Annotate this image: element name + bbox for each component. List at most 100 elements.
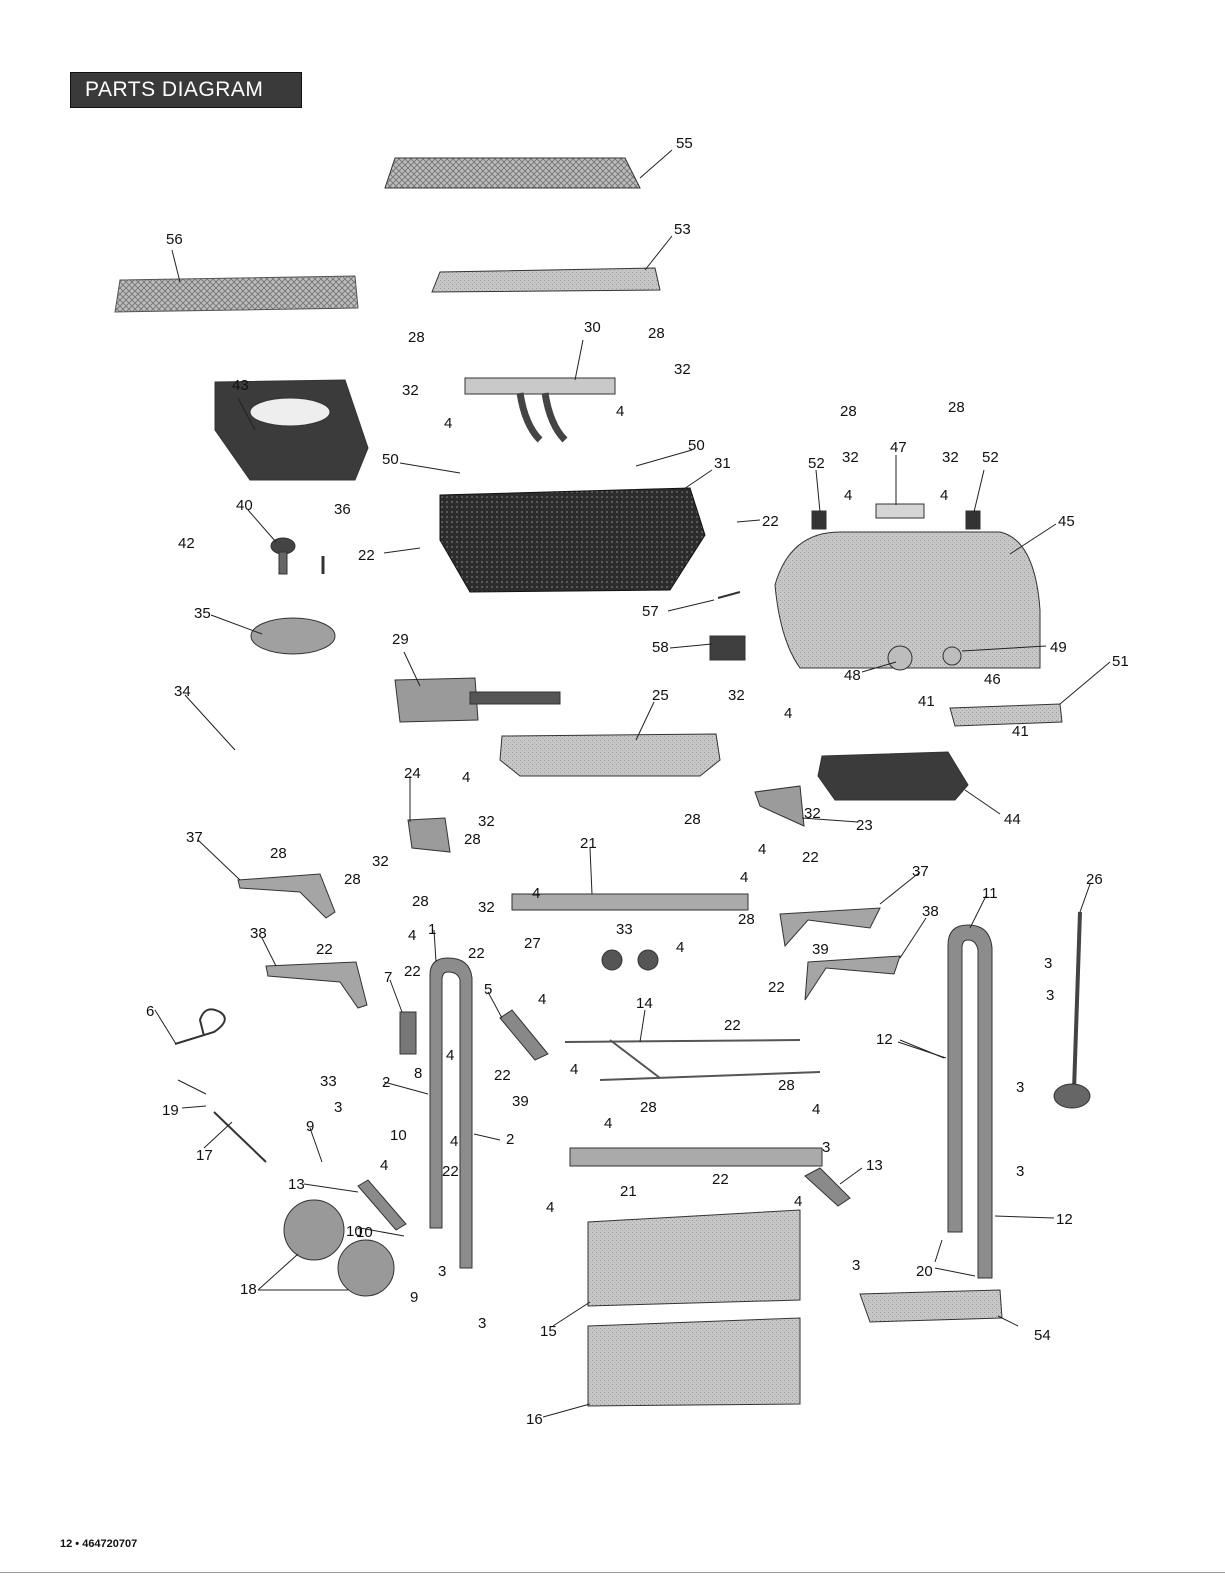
part-label-52: 52 <box>982 449 999 466</box>
part-label-28: 28 <box>464 831 481 848</box>
part-label-28: 28 <box>344 871 361 888</box>
part-label-24: 24 <box>404 765 421 782</box>
part-52-right-handle-bracket <box>965 510 981 530</box>
part-52-left-handle-bracket <box>811 510 827 530</box>
part-label-56: 56 <box>166 231 183 248</box>
part-label-28: 28 <box>840 403 857 420</box>
part-14-bottom-shelf <box>564 1039 821 1081</box>
part-label-4: 4 <box>546 1199 554 1216</box>
part-label-3: 3 <box>334 1099 342 1116</box>
part-label-9: 9 <box>306 1118 314 1135</box>
part-label-43: 43 <box>232 377 249 394</box>
part-label-10: 10 <box>390 1127 407 1144</box>
part-label-12: 12 <box>876 1031 893 1048</box>
part-label-48: 48 <box>844 667 861 684</box>
part-label-3: 3 <box>852 1257 860 1274</box>
part-label-32: 32 <box>402 382 419 399</box>
part-label-2: 2 <box>506 1131 514 1148</box>
part-label-4: 4 <box>784 705 792 722</box>
part-label-28: 28 <box>270 845 287 862</box>
part-label-22: 22 <box>494 1067 511 1084</box>
section-header: PARTS DIAGRAM <box>70 72 302 108</box>
part-label-23: 23 <box>856 817 873 834</box>
part-label-46: 46 <box>984 671 1001 688</box>
parts-shapes <box>114 157 1091 1407</box>
part-label-28: 28 <box>412 893 429 910</box>
part-label-12: 12 <box>1056 1211 1073 1228</box>
part-label-5: 5 <box>484 981 492 998</box>
part-21-upper-crossbar <box>511 893 749 911</box>
part-label-28: 28 <box>408 329 425 346</box>
part-label-3: 3 <box>1046 987 1054 1004</box>
part-37-right-brace <box>779 907 881 948</box>
part-label-4: 4 <box>740 869 748 886</box>
part-51-control-panel <box>949 703 1063 727</box>
part-label-4: 4 <box>940 487 948 504</box>
part-label-58: 58 <box>652 639 669 656</box>
part-label-26: 26 <box>1086 871 1103 888</box>
bottom-rule <box>0 1572 1225 1573</box>
part-label-15: 15 <box>540 1323 557 1340</box>
section-title: PARTS DIAGRAM <box>85 78 264 101</box>
part-label-33: 33 <box>320 1073 337 1090</box>
part-label-4: 4 <box>758 841 766 858</box>
part-label-22: 22 <box>762 513 779 530</box>
part-label-1: 1 <box>428 921 436 938</box>
part-57-probe <box>717 591 741 599</box>
part-18-wheel <box>283 1199 345 1261</box>
part-label-4: 4 <box>446 1047 454 1064</box>
part-label-4: 4 <box>616 403 624 420</box>
part-label-3: 3 <box>478 1315 486 1332</box>
part-label-11: 11 <box>982 885 998 902</box>
part-38-left-brace <box>265 961 368 1009</box>
part-label-49: 49 <box>1050 639 1067 656</box>
part-label-51: 51 <box>1112 653 1129 670</box>
part-label-6: 6 <box>146 1003 154 1020</box>
part-label-32: 32 <box>728 687 745 704</box>
part-label-4: 4 <box>532 885 540 902</box>
part-label-4: 4 <box>812 1101 820 1118</box>
part-label-38: 38 <box>250 925 267 942</box>
part-55-cooking-grate <box>384 157 641 189</box>
part-13-right-axle-bracket <box>804 1167 851 1207</box>
part-34-side-shelf <box>214 379 369 481</box>
part-label-4: 4 <box>794 1193 802 1210</box>
part-label-32: 32 <box>674 361 691 378</box>
part-label-28: 28 <box>948 399 965 416</box>
part-label-54: 54 <box>1034 1327 1051 1344</box>
leader-lines <box>154 149 1111 1418</box>
page-footer: 12 • 464720707 <box>60 1538 138 1550</box>
part-40-side-burner-valve <box>270 537 296 575</box>
part-label-41: 41 <box>918 693 935 710</box>
part-label-7: 7 <box>384 969 392 986</box>
part-44-side-shelf <box>817 751 969 801</box>
part-label-4: 4 <box>570 1061 578 1078</box>
part-label-4: 4 <box>676 939 684 956</box>
part-label-13: 13 <box>866 1157 883 1174</box>
part-23-bracket <box>754 785 805 827</box>
part-label-37: 37 <box>186 829 203 846</box>
part-label-32: 32 <box>804 805 821 822</box>
part-33-knob <box>601 949 623 971</box>
part-label-2: 2 <box>382 1074 390 1091</box>
part-35-side-burner <box>250 617 336 655</box>
part-label-9: 9 <box>410 1289 418 1306</box>
part-16-lower-panel <box>587 1317 801 1407</box>
part-label-4: 4 <box>408 927 416 944</box>
part-15-front-panel <box>587 1209 801 1307</box>
part-label-18: 18 <box>240 1281 257 1298</box>
part-label-22: 22 <box>316 941 333 958</box>
part-label-39: 39 <box>812 941 829 958</box>
part-label-22: 22 <box>442 1163 459 1180</box>
part-label-39: 39 <box>512 1093 529 1110</box>
part-label-28: 28 <box>778 1077 795 1094</box>
part-label-44: 44 <box>1004 811 1021 828</box>
part-label-25: 25 <box>652 687 669 704</box>
part-label-22: 22 <box>358 547 375 564</box>
part-58-grease-cup <box>709 635 746 661</box>
part-label-30: 30 <box>584 319 601 336</box>
part-label-33: 33 <box>616 921 633 938</box>
part-label-21: 21 <box>580 835 597 852</box>
